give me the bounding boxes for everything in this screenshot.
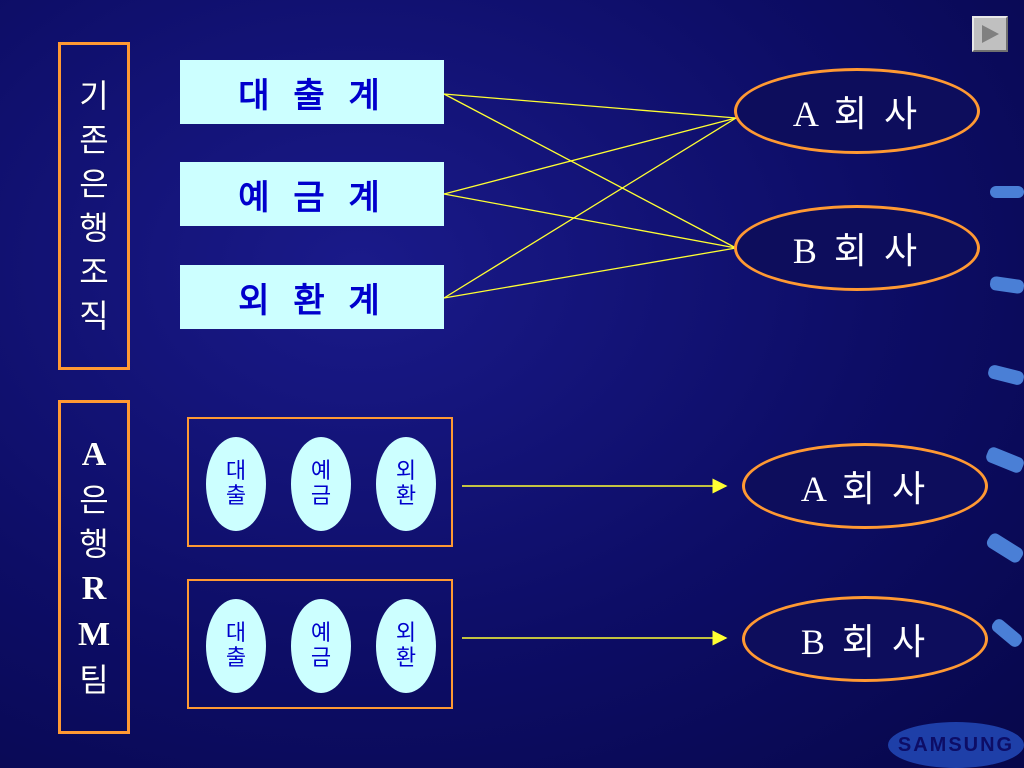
label-char: R [81, 570, 107, 607]
existing-bank-org-label: 기 존 은 행 조 직 [58, 42, 130, 370]
label-char: 팀 [79, 661, 109, 699]
label-char: 조 [79, 253, 109, 291]
company-a-bottom: A 회 사 [742, 443, 988, 529]
company-b-top: B 회 사 [734, 205, 980, 291]
label-char: 은 [79, 165, 109, 203]
company-b-bottom: B 회 사 [742, 596, 988, 682]
label-char: 기 [79, 77, 109, 115]
decor-swoosh [990, 186, 1024, 198]
next-slide-button[interactable] [972, 16, 1008, 52]
samsung-logo: SAMSUNG [888, 722, 1024, 768]
label-char: 직 [79, 297, 109, 335]
label-char: 은 [79, 481, 109, 519]
dept-loan: 대 출 계 [180, 60, 444, 124]
bank-rm-team-label: A 은 행 R M 팀 [58, 400, 130, 734]
dept-forex: 외 환 계 [180, 265, 444, 329]
label-char: 존 [79, 121, 109, 159]
label-char: 행 [79, 525, 109, 563]
label-char: A [81, 436, 107, 473]
play-triangle-icon [982, 25, 999, 43]
dept-deposit: 예 금 계 [180, 162, 444, 226]
company-a-top: A 회 사 [734, 68, 980, 154]
label-char: M [77, 616, 111, 653]
label-char: 행 [79, 209, 109, 247]
